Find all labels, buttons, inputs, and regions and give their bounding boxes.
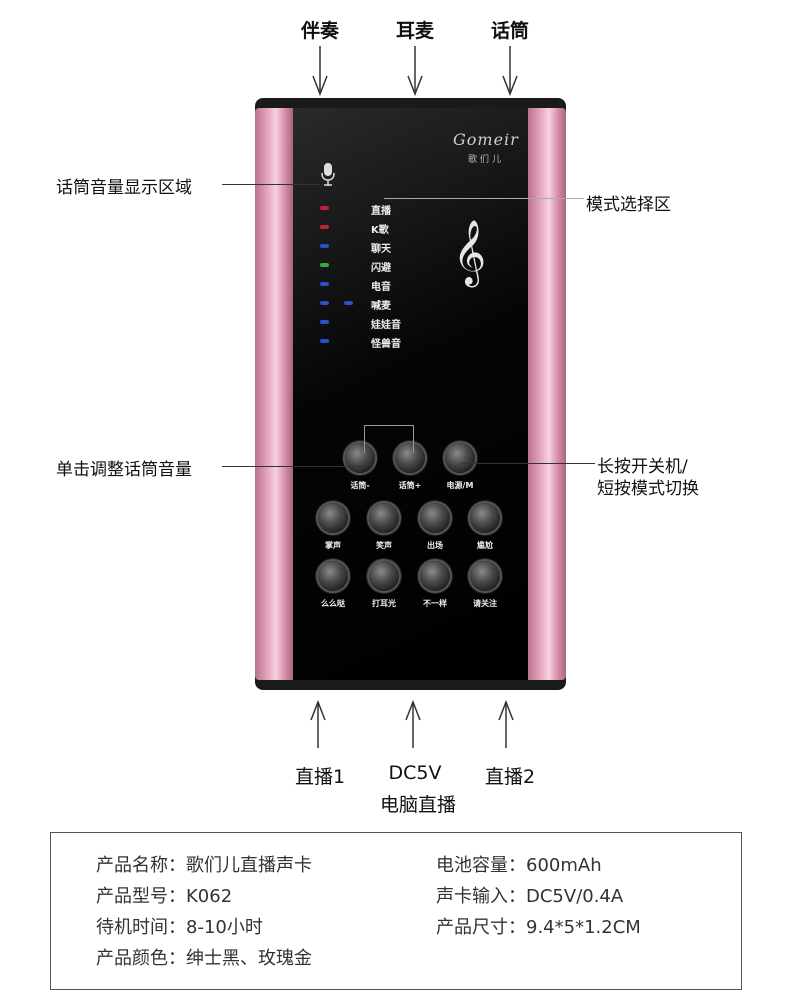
up-arrow-icon — [310, 699, 326, 748]
mic-volume-down-button[interactable] — [345, 443, 375, 473]
mode-label-chat: 聊天 — [371, 244, 391, 255]
port-label-accompaniment: 伴奏 — [300, 20, 339, 42]
device-left-rail — [255, 108, 293, 680]
port-label-live-2: 直播2 — [484, 766, 536, 788]
slap-button[interactable] — [369, 561, 399, 591]
knob-label: 请关注 — [473, 599, 497, 608]
microphone-icon — [321, 163, 335, 186]
knob-label: 电源/M — [446, 481, 474, 490]
knob-label: 尴尬 — [477, 541, 493, 550]
up-arrow-icon — [405, 699, 421, 748]
knob-label: 话筒- — [350, 481, 370, 490]
port-label-pc-live: 电脑直播 — [379, 794, 456, 816]
callout-line — [222, 466, 364, 467]
brand-logo-cn: 歌们儿 — [468, 155, 505, 165]
mode-label-shout: 喊麦 — [371, 301, 391, 312]
spec-box: 产品名称：歌们儿直播声卡 产品型号：K062 待机时间：8-10小时 产品颜色：… — [50, 832, 742, 990]
mode-label-monster-voice: 怪兽音 — [371, 339, 401, 350]
callout-line — [413, 425, 414, 453]
mode-label-dodge: 闪避 — [371, 263, 391, 274]
led-indicator — [320, 244, 329, 248]
laughter-button[interactable] — [369, 503, 399, 533]
device-right-rail — [528, 108, 566, 680]
device-face: Gomeir 歌们儿 直播 K歌 聊天 闪避 电音 喊麦 娃娃音 怪兽音 𝄞 — [293, 108, 528, 680]
callout-line — [462, 463, 595, 464]
spec-name: 产品名称：歌们儿直播声卡 — [96, 855, 312, 876]
knob-label: 话筒+ — [398, 481, 422, 490]
entrance-button[interactable] — [420, 503, 450, 533]
power-mode-button[interactable] — [445, 443, 475, 473]
knob-label: 打耳光 — [372, 599, 396, 608]
callout-click-adjust: 单击调整话筒音量 — [56, 460, 192, 480]
callout-power-line1: 长按开关机/ — [597, 457, 688, 477]
callout-power-line2: 短按模式切换 — [597, 479, 699, 499]
port-label-dc5v: DC5V — [388, 762, 442, 784]
brand-logo: Gomeir — [453, 130, 519, 149]
mode-label-live: 直播 — [371, 206, 391, 217]
awkward-button[interactable] — [470, 503, 500, 533]
callout-line — [222, 184, 320, 185]
port-label-microphone: 话筒 — [490, 20, 529, 42]
knob-label: 不一样 — [423, 599, 447, 608]
mic-volume-up-button[interactable] — [395, 443, 425, 473]
led-indicator — [320, 206, 329, 210]
spec-size: 产品尺寸：9.4*5*1.2CM — [436, 917, 641, 938]
knob-label: 出场 — [427, 541, 443, 550]
spec-model: 产品型号：K062 — [96, 886, 233, 907]
knob-label: 掌声 — [325, 541, 341, 550]
led-indicator — [320, 282, 329, 286]
port-label-headset: 耳麦 — [395, 20, 434, 42]
led-indicator — [320, 225, 329, 229]
sound-card-device: Gomeir 歌们儿 直播 K歌 聊天 闪避 电音 喊麦 娃娃音 怪兽音 𝄞 — [255, 98, 566, 690]
spec-battery: 电池容量：600mAh — [436, 855, 602, 876]
led-indicator — [320, 320, 329, 324]
port-label-live-1: 直播1 — [294, 766, 346, 788]
different-button[interactable] — [420, 561, 450, 591]
follow-button[interactable] — [470, 561, 500, 591]
callout-line — [364, 425, 365, 453]
callout-mode-select: 模式选择区 — [586, 195, 671, 215]
callout-line — [364, 425, 413, 426]
down-arrow-icon — [312, 46, 328, 97]
callout-mic-volume-area: 话筒音量显示区域 — [56, 178, 192, 198]
treble-clef-icon: 𝄞 — [453, 220, 487, 285]
applause-button[interactable] — [318, 503, 348, 533]
kiss-button[interactable] — [318, 561, 348, 591]
mode-label-electro: 电音 — [371, 282, 391, 293]
up-arrow-icon — [498, 699, 514, 748]
down-arrow-icon — [502, 46, 518, 97]
callout-line — [384, 198, 584, 199]
led-indicator — [320, 263, 329, 267]
led-indicator — [320, 339, 329, 343]
mode-label-baby-voice: 娃娃音 — [371, 320, 401, 331]
spec-input: 声卡输入：DC5V/0.4A — [436, 886, 624, 907]
spec-color: 产品颜色：绅士黑、玫瑰金 — [96, 948, 312, 969]
knob-label: 笑声 — [376, 541, 392, 550]
led-indicator — [320, 301, 329, 305]
knob-label: 么么哒 — [321, 599, 345, 608]
mode-label-karaoke: K歌 — [371, 225, 389, 236]
down-arrow-icon — [407, 46, 423, 97]
led-indicator — [344, 301, 353, 305]
spec-standby: 待机时间：8-10小时 — [96, 917, 263, 938]
